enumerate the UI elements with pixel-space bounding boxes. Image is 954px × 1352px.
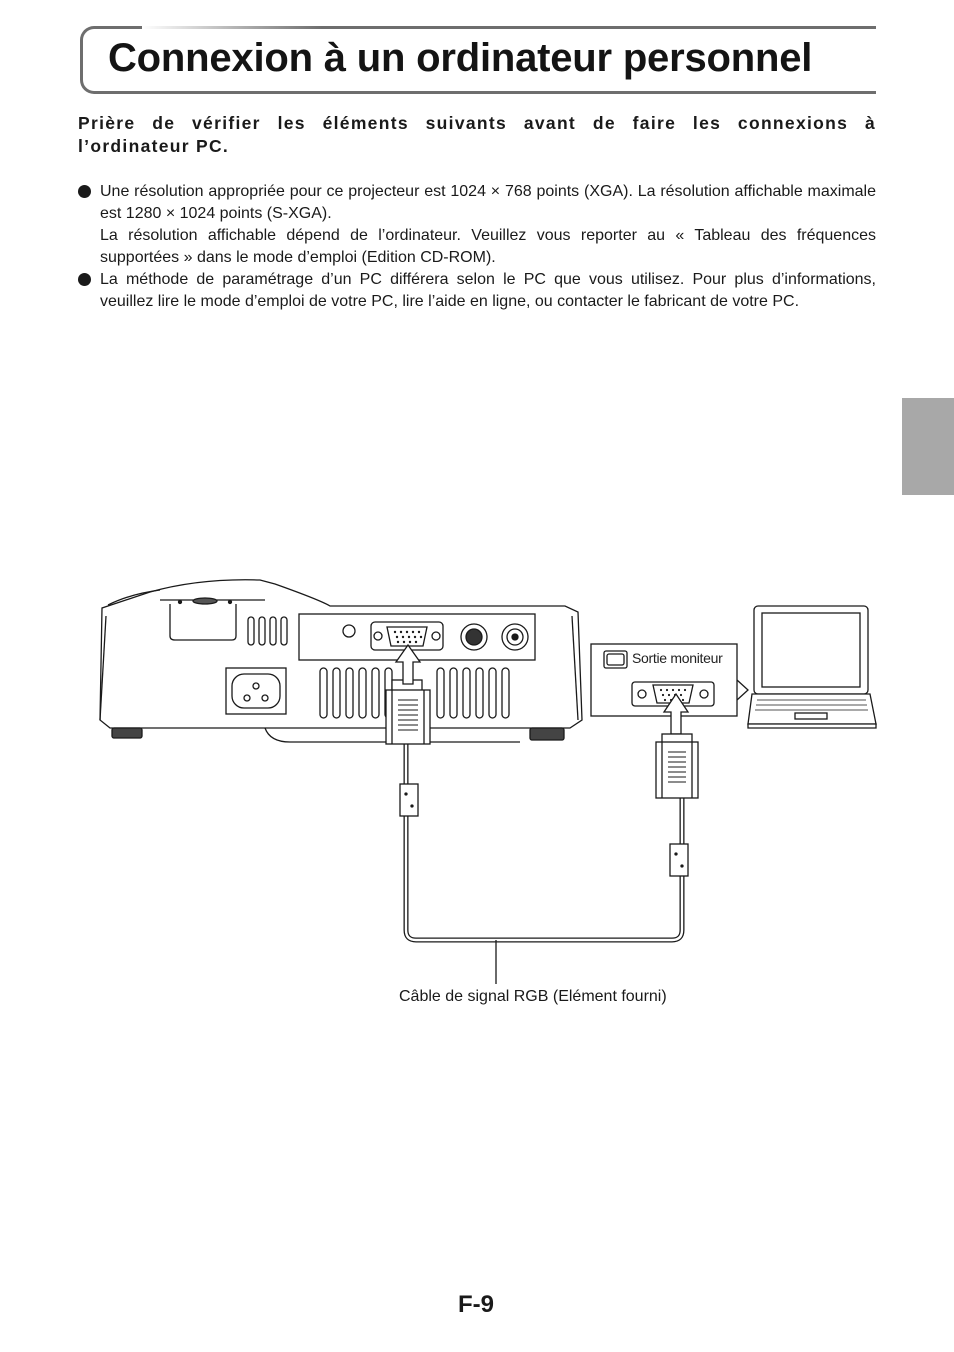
vga-plug-pc <box>655 692 699 799</box>
vga-plug-projector <box>385 643 431 745</box>
bullet-list: Une résolution appropriée pour ce projec… <box>78 181 876 313</box>
monitor-output-panel <box>590 643 749 717</box>
bullet-paragraph: La résolution affichable dépend de l’ord… <box>100 227 876 266</box>
top-vent-slots <box>247 616 288 646</box>
chapter-side-tab <box>902 398 954 495</box>
bullet-dot-icon <box>78 185 91 198</box>
bullet-dot-icon <box>78 273 91 286</box>
page-title: Connexion à un ordinateur personnel <box>108 36 813 80</box>
title-frame <box>80 26 876 94</box>
s-video-port <box>460 623 488 651</box>
page-number: F-9 <box>458 1291 494 1318</box>
bullet-paragraph: Une résolution appropriée pour ce projec… <box>100 183 876 222</box>
connection-diagram <box>99 579 877 984</box>
video-rca-port <box>501 623 529 651</box>
bullet-paragraph: La méthode de paramétrage d’un PC différ… <box>100 271 876 310</box>
projector-illustration <box>99 579 583 743</box>
intro-text: Prière de vérifier les éléments suivants… <box>78 113 876 156</box>
cable-label: Câble de signal RGB (Elément fourni) <box>399 988 667 1005</box>
power-inlet <box>225 667 287 715</box>
title-frame-fade <box>142 24 322 32</box>
monitor-output-label: Sortie moniteur <box>632 650 723 666</box>
rgb-cable <box>399 740 689 984</box>
laptop-icon <box>747 605 877 729</box>
bullet-item-pc-settings: La méthode de paramétrage d’un PC différ… <box>78 269 876 313</box>
bullet-item-resolution: Une résolution appropriée pour ce projec… <box>78 181 876 269</box>
